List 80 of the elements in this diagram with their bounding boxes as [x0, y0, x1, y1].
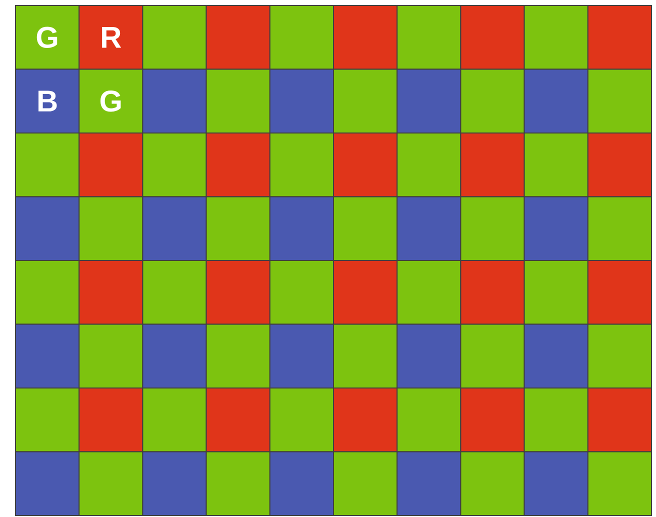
filter-cell [206, 260, 270, 325]
filter-cell [460, 260, 525, 325]
filter-cell [524, 388, 588, 452]
filter-cell [396, 260, 462, 325]
filter-cell [460, 388, 525, 452]
filter-cell [206, 196, 270, 261]
filter-cell [587, 5, 652, 70]
filter-cell [15, 260, 80, 325]
filter-cell [142, 5, 207, 70]
filter-cell [78, 324, 144, 388]
filter-cell [587, 451, 652, 516]
filter-cell [142, 260, 207, 325]
filter-cell [333, 132, 398, 198]
filter-cell [333, 68, 398, 134]
filter-cell [524, 260, 588, 325]
filter-cell [78, 196, 144, 261]
filter-cell [269, 451, 334, 516]
filter-cell [460, 5, 525, 70]
filter-cell [206, 132, 270, 198]
filter-cell [460, 196, 525, 261]
filter-cell [396, 132, 462, 198]
filter-cell [524, 132, 588, 198]
filter-cell [460, 324, 525, 388]
filter-cell [396, 451, 462, 516]
filter-cell [269, 5, 334, 70]
filter-cell [587, 68, 652, 134]
filter-cell [396, 5, 462, 70]
filter-cell [524, 5, 588, 70]
filter-cell [15, 388, 80, 452]
filter-cell [269, 132, 334, 198]
filter-cell [524, 451, 588, 516]
filter-cell [142, 132, 207, 198]
filter-cell [396, 196, 462, 261]
filter-cell [269, 324, 334, 388]
filter-cell [15, 451, 80, 516]
filter-cell [78, 260, 144, 325]
filter-cell [587, 324, 652, 388]
filter-cell [460, 68, 525, 134]
filter-cell [460, 451, 525, 516]
filter-cell [524, 68, 588, 134]
filter-cell: R [78, 5, 144, 70]
filter-cell [206, 68, 270, 134]
filter-cell [587, 260, 652, 325]
filter-cell [333, 260, 398, 325]
filter-cell [142, 196, 207, 261]
filter-cell [78, 132, 144, 198]
filter-cell [15, 324, 80, 388]
filter-cell [396, 68, 462, 134]
filter-cell [78, 388, 144, 452]
filter-cell [142, 68, 207, 134]
filter-cell [142, 388, 207, 452]
filter-cell [15, 196, 80, 261]
filter-cell [206, 5, 270, 70]
filter-cell: G [15, 5, 80, 70]
filter-cell [333, 388, 398, 452]
filter-cell [15, 132, 80, 198]
filter-cell [78, 451, 144, 516]
filter-cell [269, 196, 334, 261]
filter-cell [524, 324, 588, 388]
filter-cell [587, 388, 652, 452]
filter-cell [587, 132, 652, 198]
filter-cell [333, 451, 398, 516]
filter-cell [396, 388, 462, 452]
filter-cell [333, 196, 398, 261]
filter-cell [460, 132, 525, 198]
filter-cell [333, 5, 398, 70]
filter-cell [269, 388, 334, 452]
filter-cell [396, 324, 462, 388]
filter-cell [269, 68, 334, 134]
filter-cell: B [15, 68, 80, 134]
filter-cell [587, 196, 652, 261]
filter-cell [142, 451, 207, 516]
filter-cell [524, 196, 588, 261]
filter-cell [269, 260, 334, 325]
filter-cell: G [78, 68, 144, 134]
filter-cell [142, 324, 207, 388]
filter-cell [206, 324, 270, 388]
filter-cell [206, 388, 270, 452]
filter-cell [333, 324, 398, 388]
filter-cell [206, 451, 270, 516]
